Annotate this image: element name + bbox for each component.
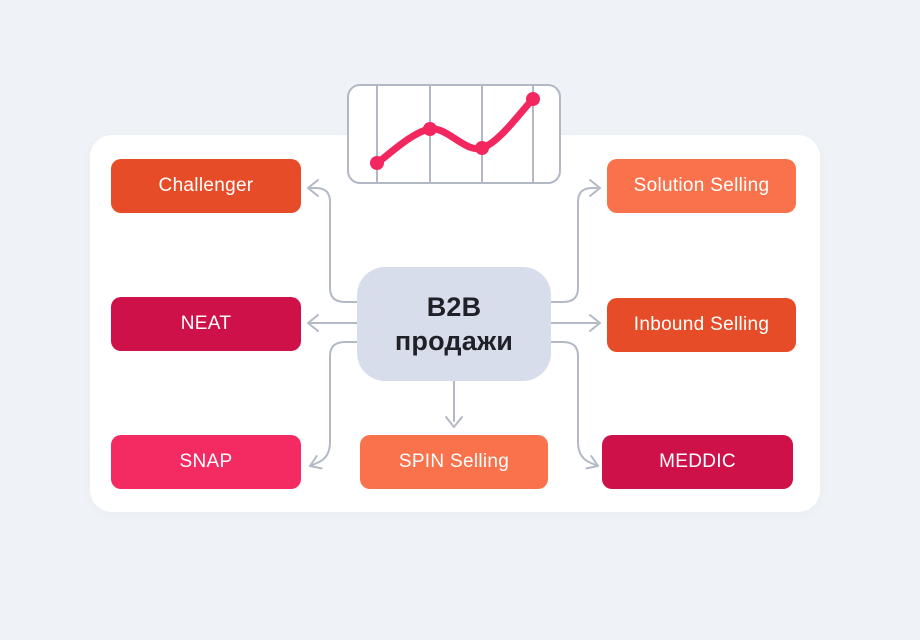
center-node-label-line2: продажи [394, 326, 514, 356]
method-label: NEAT [180, 313, 232, 334]
method-node-spin-selling: SPIN Selling [360, 435, 548, 489]
center-node-b2b-sales: B2B продажи [357, 267, 551, 381]
trend-chart [347, 84, 561, 184]
method-label: Challenger [158, 175, 254, 196]
method-label: SPIN Selling [398, 451, 510, 472]
method-label: Inbound Selling [633, 314, 770, 335]
connector-center-to-snap [309, 341, 359, 470]
method-node-meddic: MEDDIC [602, 435, 793, 489]
connector-center-to-challenger [307, 179, 359, 303]
method-node-snap: SNAP [111, 435, 301, 489]
connector-center-to-solution-selling [549, 179, 601, 303]
center-node-label-line1: B2B [426, 292, 482, 322]
chart-line [373, 95, 537, 167]
chart-data-point [370, 156, 384, 170]
connector-center-to-spin-selling [445, 380, 463, 428]
method-node-solution-selling: Solution Selling [607, 159, 796, 213]
chart-data-point [423, 122, 437, 136]
method-label: Solution Selling [633, 175, 770, 196]
connector-center-to-neat [307, 314, 359, 332]
method-node-inbound-selling: Inbound Selling [607, 298, 796, 352]
chart-data-point [475, 141, 489, 155]
method-node-neat: NEAT [111, 297, 301, 351]
connector-center-to-meddic [549, 341, 599, 470]
method-label: MEDDIC [659, 451, 736, 472]
connector-center-to-inbound-selling [549, 314, 601, 332]
method-label: SNAP [179, 451, 233, 472]
chart-data-point [526, 92, 540, 106]
method-node-challenger: Challenger [111, 159, 301, 213]
